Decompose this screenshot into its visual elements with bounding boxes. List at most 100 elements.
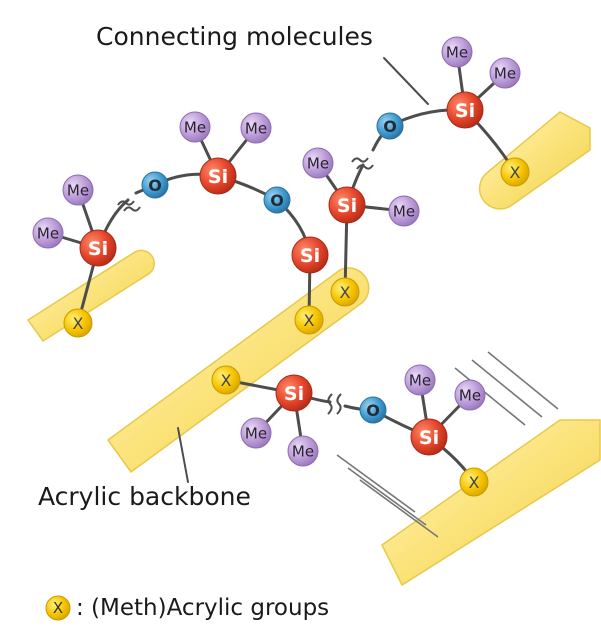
me-atom: Me bbox=[404, 364, 436, 396]
si-atom-circle bbox=[199, 157, 237, 195]
si-atom-circle bbox=[328, 186, 366, 224]
me-atom-label: Me bbox=[393, 202, 415, 220]
me-atom: Me bbox=[441, 36, 473, 68]
me-atom: Me bbox=[32, 217, 64, 249]
x-atom-circle bbox=[500, 157, 530, 187]
x-atom-label: X bbox=[221, 371, 232, 390]
o-atom-label: O bbox=[383, 117, 397, 136]
o-atom: O bbox=[359, 396, 387, 424]
o-atom-label: O bbox=[148, 176, 162, 195]
me-atom-circle bbox=[489, 57, 521, 89]
si-atom: Si bbox=[328, 186, 366, 224]
me-atom-label: Me bbox=[459, 386, 481, 404]
si-atom: Si bbox=[410, 418, 448, 456]
connecting-molecules-label: Connecting molecules bbox=[96, 22, 373, 51]
me-atom-circle bbox=[240, 112, 272, 144]
me-atom-circle bbox=[302, 147, 334, 179]
x-atom: X bbox=[330, 277, 360, 307]
si-atom-label: Si bbox=[455, 100, 475, 122]
legend-text: : (Meth)Acrylic groups bbox=[76, 595, 330, 621]
backbone-rod-upper-right bbox=[478, 111, 591, 210]
me-atom-label: Me bbox=[67, 181, 89, 199]
x-atom-circle bbox=[330, 277, 360, 307]
x-atom-label: X bbox=[469, 473, 480, 492]
me-atom-circle bbox=[179, 111, 211, 143]
me-atom-label: Me bbox=[409, 371, 431, 389]
backbone-rod-lower-right bbox=[381, 419, 601, 587]
o-atom-label: O bbox=[270, 191, 284, 210]
x-atom: X bbox=[211, 365, 241, 395]
x-atom-label: X bbox=[73, 314, 84, 333]
me-atom: Me bbox=[287, 435, 319, 467]
x-atom-label: X bbox=[340, 283, 351, 302]
me-atom-label: Me bbox=[446, 43, 468, 61]
si-atom: Si bbox=[291, 236, 329, 274]
si-atom-circle bbox=[275, 374, 313, 412]
o-atom-circle bbox=[141, 171, 169, 199]
si-atom-circle bbox=[79, 229, 117, 267]
me-atom-circle bbox=[287, 435, 319, 467]
me-atom: Me bbox=[240, 417, 272, 449]
x-atom-circle bbox=[459, 467, 489, 497]
acrylic-group-legend-icon: X bbox=[45, 595, 71, 621]
x-atom-circle bbox=[294, 305, 324, 335]
x-atom-circle bbox=[211, 365, 241, 395]
si-atom: Si bbox=[275, 374, 313, 412]
x-atom: X bbox=[459, 467, 489, 497]
si-atom-label: Si bbox=[88, 238, 108, 260]
backbone-rod-left bbox=[26, 249, 155, 343]
si-atom: Si bbox=[199, 157, 237, 195]
x-atom-label: X bbox=[304, 311, 315, 330]
si-atom-label: Si bbox=[300, 245, 320, 267]
si-atom-label: Si bbox=[337, 195, 357, 217]
me-atom-label: Me bbox=[292, 442, 314, 460]
si-atom-label: Si bbox=[208, 166, 228, 188]
si-atom-circle bbox=[446, 91, 484, 129]
x-atom-label: X bbox=[510, 163, 521, 182]
si-atom-circle bbox=[291, 236, 329, 274]
me-atom-label: Me bbox=[307, 154, 329, 172]
x-atom-circle bbox=[63, 308, 93, 338]
backbone-rod-center bbox=[106, 267, 370, 474]
o-atom: O bbox=[141, 171, 169, 199]
o-atom-label: O bbox=[366, 401, 380, 420]
me-atom-label: Me bbox=[245, 119, 267, 137]
si-atom: Si bbox=[79, 229, 117, 267]
me-atom-label: Me bbox=[245, 424, 267, 442]
o-atom-circle bbox=[359, 396, 387, 424]
me-atom: Me bbox=[179, 111, 211, 143]
me-atom-circle bbox=[404, 364, 436, 396]
si-atom-label: Si bbox=[419, 427, 439, 449]
me-atom: Me bbox=[388, 195, 420, 227]
o-atom-circle bbox=[263, 186, 291, 214]
x-atom: X bbox=[63, 308, 93, 338]
me-atom-label: Me bbox=[494, 64, 516, 82]
legend: X : (Meth)Acrylic groups bbox=[44, 594, 329, 622]
me-atom-circle bbox=[32, 217, 64, 249]
x-atom: X bbox=[294, 305, 324, 335]
me-atom: Me bbox=[489, 57, 521, 89]
x-atom: X bbox=[500, 157, 530, 187]
me-atom-circle bbox=[441, 36, 473, 68]
o-atom: O bbox=[263, 186, 291, 214]
me-atom: Me bbox=[62, 174, 94, 206]
o-atom-circle bbox=[376, 112, 404, 140]
me-atom-circle bbox=[454, 379, 486, 411]
si-atom: Si bbox=[446, 91, 484, 129]
si-atom-label: Si bbox=[284, 383, 304, 405]
legend-x-symbol: X bbox=[53, 599, 63, 617]
acrylic-backbone-label: Acrylic backbone bbox=[38, 482, 251, 511]
si-atom-circle bbox=[410, 418, 448, 456]
me-atom: Me bbox=[302, 147, 334, 179]
o-atom: O bbox=[376, 112, 404, 140]
hatch-lines bbox=[336, 351, 559, 538]
me-atom-label: Me bbox=[184, 118, 206, 136]
me-atom-circle bbox=[240, 417, 272, 449]
me-atom: Me bbox=[240, 112, 272, 144]
me-atom-circle bbox=[388, 195, 420, 227]
me-atom: Me bbox=[454, 379, 486, 411]
break-marks bbox=[117, 157, 374, 415]
me-atom-label: Me bbox=[37, 224, 59, 242]
